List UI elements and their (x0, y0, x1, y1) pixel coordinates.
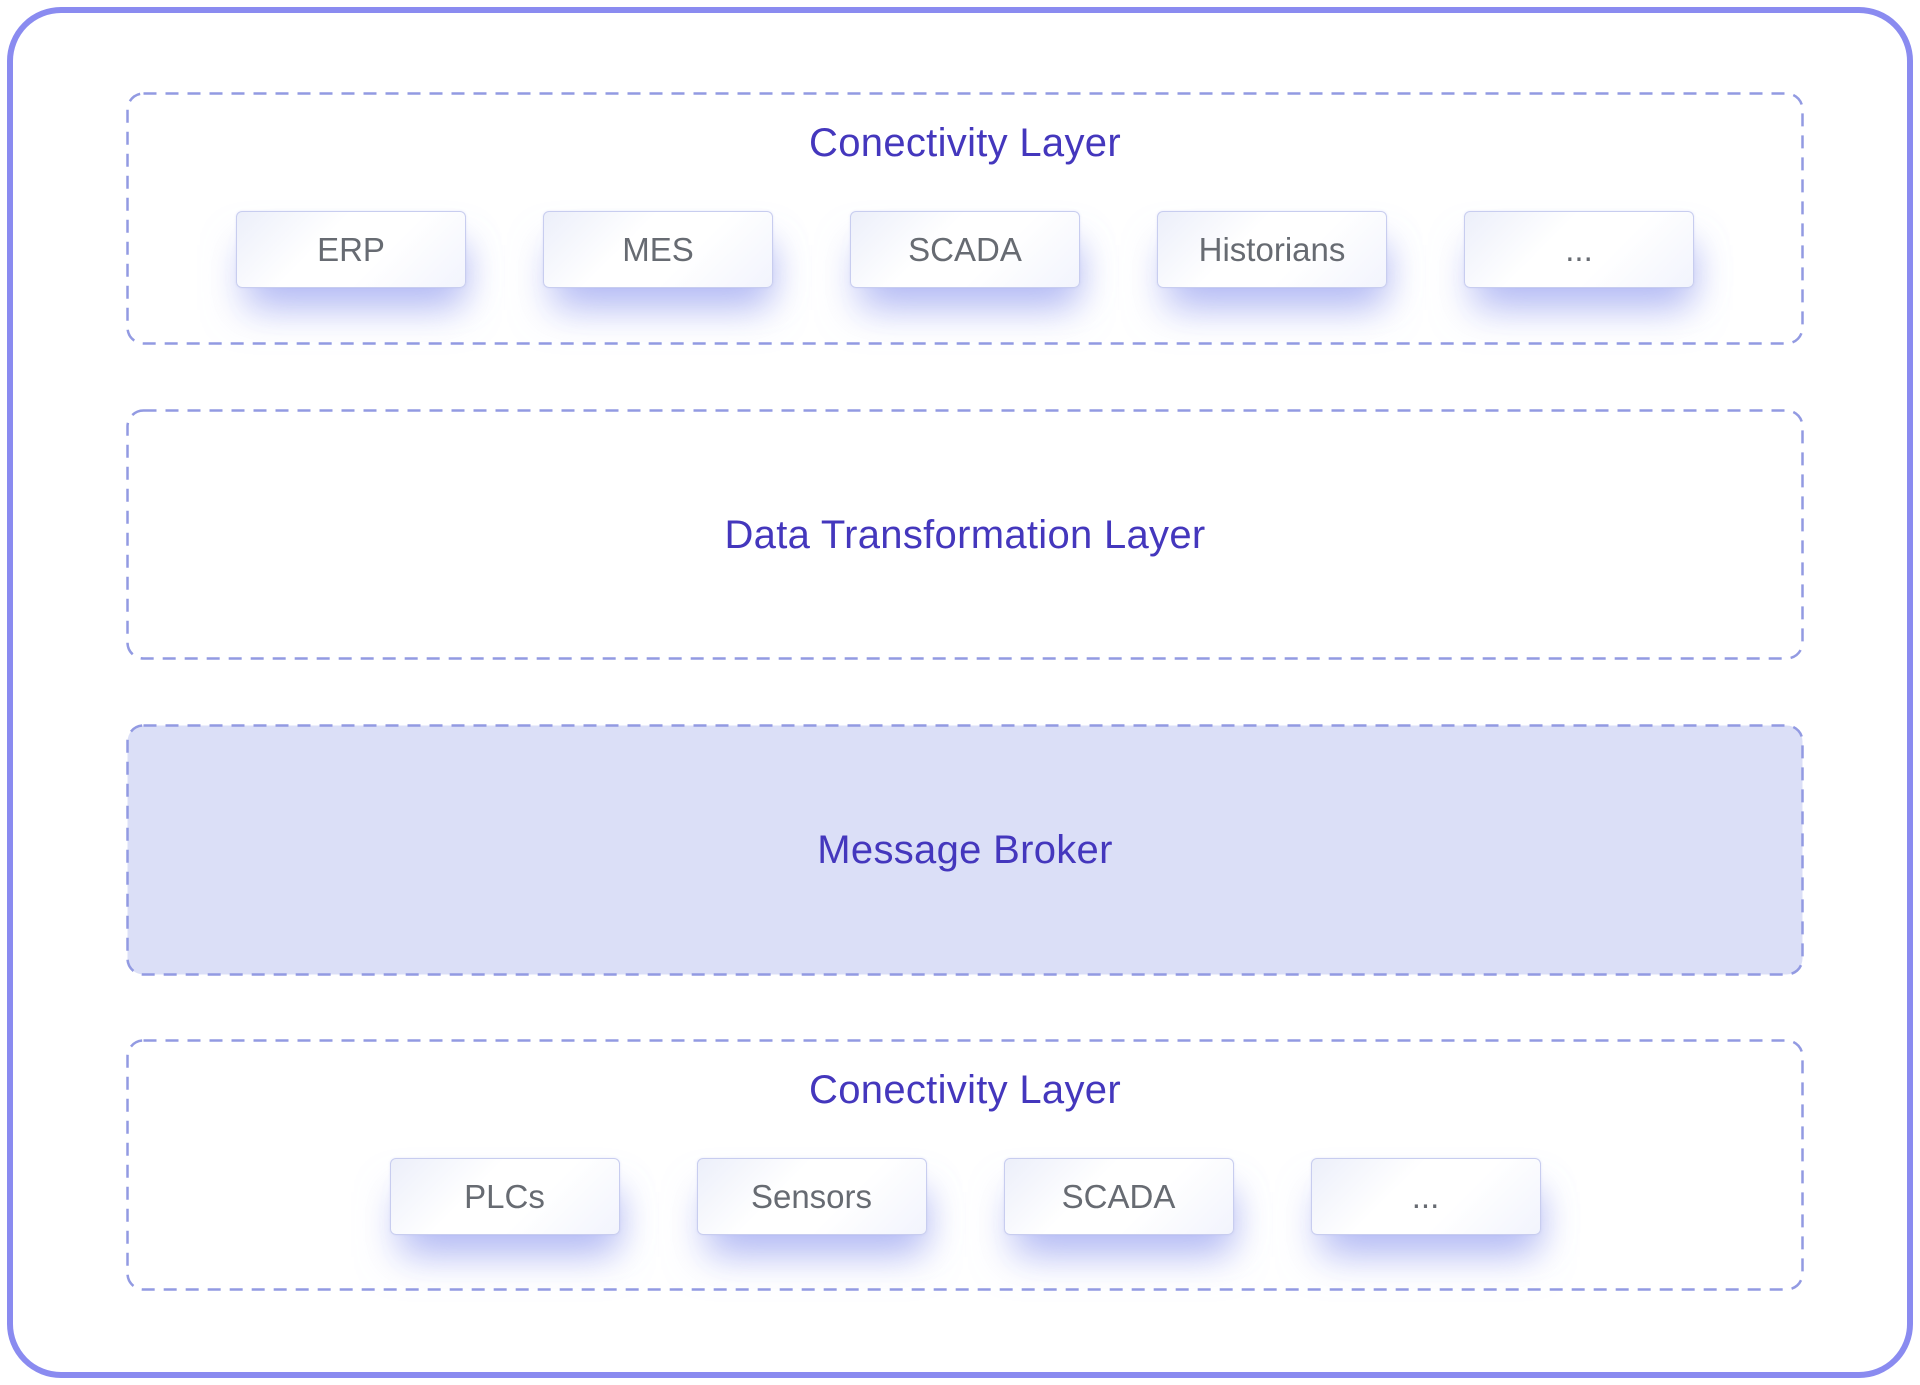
chip-mes: MES (543, 211, 773, 288)
chip-ellipsis-top: ... (1464, 211, 1694, 288)
chip-historians: Historians (1157, 211, 1387, 288)
chip-ellipsis-bottom: ... (1310, 1158, 1541, 1235)
chip-sensors: Sensors (696, 1158, 927, 1235)
chip-row-top: ERP MES SCADA Historians ... (126, 211, 1804, 288)
chip-plcs: PLCs (389, 1158, 620, 1235)
chip-scada-top: SCADA (850, 211, 1080, 288)
layer-title: Data Transformation Layer (724, 512, 1206, 557)
layer-title: Conectivity Layer (809, 1068, 1121, 1112)
section-connectivity-top: Conectivity Layer ERP MES SCADA Historia… (126, 92, 1804, 345)
section-data-transformation: Data Transformation Layer (126, 409, 1804, 660)
layer-title: Message Broker (817, 828, 1113, 872)
layer-title: Conectivity Layer (809, 121, 1121, 165)
section-connectivity-bottom: Conectivity Layer PLCs Sensors SCADA ... (126, 1039, 1804, 1291)
section-message-broker: Message Broker (126, 724, 1804, 976)
chip-row-bottom: PLCs Sensors SCADA ... (126, 1158, 1804, 1235)
chip-scada-bottom: SCADA (1003, 1158, 1234, 1235)
chip-erp: ERP (236, 211, 466, 288)
